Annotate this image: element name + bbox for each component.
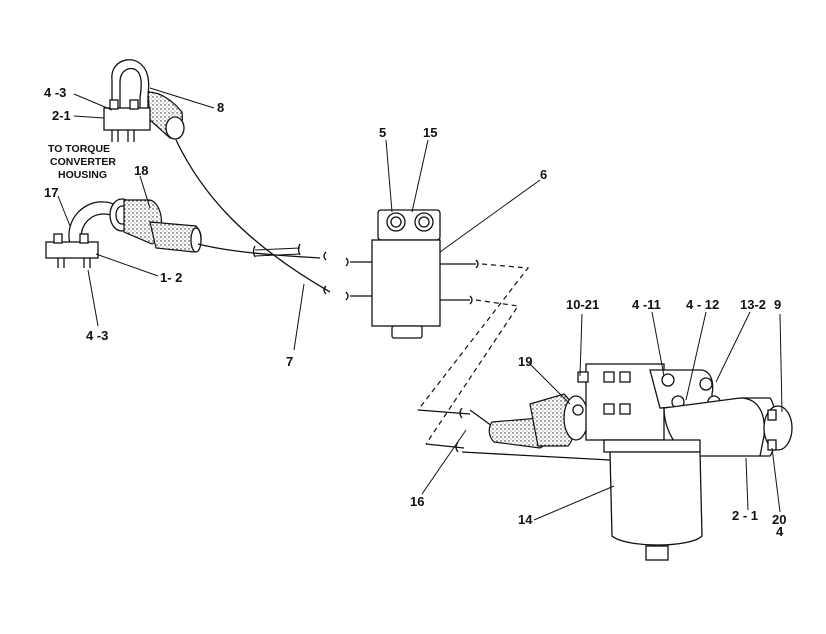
callout-6: 6 (540, 167, 547, 182)
callout-4-12: 4 - 12 (686, 297, 719, 312)
callout-5: 5 (379, 125, 386, 140)
callout-4-11: 4 -11 (632, 297, 661, 312)
callout-17: 17 (44, 185, 58, 200)
callout-18: 18 (134, 163, 148, 178)
relief-valve-body (345, 209, 479, 339)
top-elbow-fitting (103, 59, 185, 142)
filter-pump-assembly (488, 363, 793, 561)
callout-4-3-bottom: 4 -3 (86, 328, 108, 343)
callout-1-2: 1- 2 (160, 270, 182, 285)
callout-2-1-top: 2-1 (52, 108, 71, 123)
callout-14: 14 (518, 512, 533, 527)
callout-7: 7 (286, 354, 293, 369)
callout-20: 20 (772, 512, 786, 527)
cross-hoses (417, 263, 611, 461)
note-line-1: TO TORQUE (48, 143, 110, 155)
leader-lines (57, 87, 783, 521)
note-line-3: HOUSING (58, 169, 107, 181)
hose-lines-left (175, 139, 331, 295)
left-elbow-fitting (45, 198, 202, 268)
callout-19: 19 (518, 354, 532, 369)
callout-16: 16 (410, 494, 424, 509)
note-line-2: CONVERTER (50, 156, 116, 168)
callout-2-1-bottom: 2 - 1 (732, 508, 758, 523)
callout-8: 8 (217, 100, 224, 115)
callout-13-2: 13-2 (740, 297, 766, 312)
callout-4-3-top: 4 -3 (44, 85, 66, 100)
callout-9: 9 (774, 297, 781, 312)
callout-4: 4 (776, 524, 784, 539)
callout-10-21: 10-21 (566, 297, 599, 312)
callout-15: 15 (423, 125, 437, 140)
